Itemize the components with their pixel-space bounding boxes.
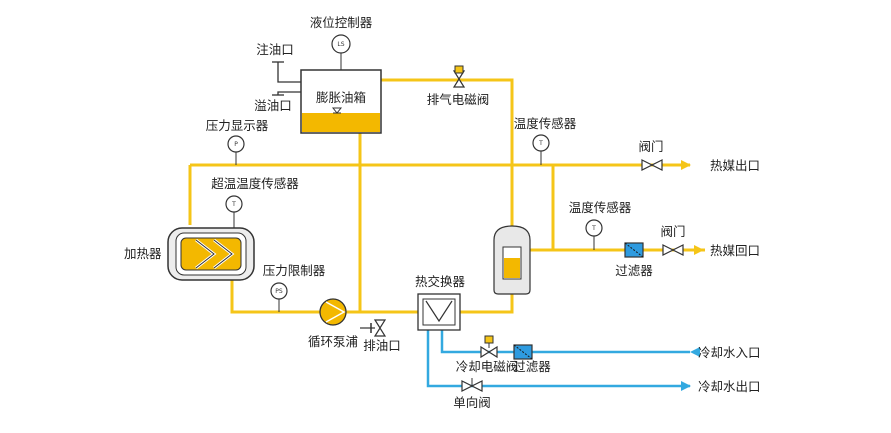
- cooling-in-label: 冷却水入口: [698, 345, 761, 360]
- temp-sensor-top: T: [532, 134, 550, 165]
- pump-label: 循环泵浦: [308, 334, 358, 349]
- exhaust-valve-label: 排气电磁阀: [427, 92, 490, 107]
- temp-sensor-right: T: [585, 219, 603, 250]
- oil-pipes: [188, 78, 705, 314]
- drain-valve: [360, 319, 387, 337]
- heat-exchanger-label: 热交换器: [415, 274, 466, 289]
- exhaust-solenoid-valve: [452, 65, 466, 88]
- pressure-limiter: PS: [270, 282, 288, 312]
- over-temp-sensor: T: [225, 195, 243, 228]
- valve-hot-out: [641, 159, 663, 171]
- pressure-display-label: 压力显示器: [206, 118, 269, 133]
- temp-sensor-right-label: 温度传感器: [569, 200, 632, 215]
- heat-exchanger: [417, 293, 461, 331]
- level-controller-gauge: LS: [331, 34, 351, 70]
- arrow-cooling-in: [690, 347, 700, 357]
- cooling-out-label: 冷却水出口: [698, 379, 761, 394]
- cooling-solenoid-valve: [480, 335, 498, 359]
- expansion-tank-label: 膨胀油箱: [316, 90, 366, 105]
- pressure-display-gauge: P: [227, 135, 245, 165]
- filter-return: [624, 242, 644, 258]
- level-controller-label: 液位控制器: [310, 15, 373, 30]
- oil-inlet-pipe: [272, 61, 301, 83]
- overflow-label: 溢油口: [254, 98, 292, 113]
- valve-right-label: 阀门: [660, 224, 685, 239]
- check-valve: [461, 378, 483, 392]
- pipe-exchanger-out: [460, 292, 514, 314]
- pressure-symbol: P: [234, 141, 238, 148]
- expansion-tank: [300, 69, 382, 134]
- hot-return-label: 热媒回口: [710, 243, 760, 258]
- temp-symbol-right: T: [591, 225, 596, 232]
- check-valve-label: 单向阀: [453, 395, 491, 410]
- valve-hot-return: [662, 244, 684, 256]
- filter-right-label: 过滤器: [615, 263, 653, 278]
- valve-top-label: 阀门: [638, 139, 663, 154]
- cooling-valve-label: 冷却电磁阀: [456, 359, 519, 374]
- circulation-pump: [319, 298, 347, 326]
- level-symbol: LS: [337, 41, 344, 48]
- filter-cooling: [513, 344, 533, 360]
- pipe-exhaust: [381, 78, 514, 165]
- pipe-cooling-in: [440, 330, 690, 354]
- heater: [167, 227, 255, 281]
- overflow-pipe: [272, 91, 301, 96]
- pressure-limiter-label: 压力限制器: [263, 263, 326, 278]
- oil-inlet-label: 注油口: [256, 42, 294, 57]
- temp-symbol-overtemp: T: [231, 201, 236, 208]
- pipe-pump-line: [230, 280, 418, 314]
- over-temp-sensor-label: 超温温度传感器: [211, 176, 299, 191]
- pipe-cooling-out: [426, 330, 691, 391]
- arrow-hot-return: [694, 245, 704, 255]
- filter-cooling-label: 过滤器: [513, 359, 551, 374]
- temp-sensor-top-label: 温度传感器: [514, 116, 577, 131]
- water-pipes: [426, 330, 691, 391]
- pressure-switch-symbol: PS: [275, 288, 283, 295]
- heater-label: 加热器: [124, 246, 162, 261]
- separator-column: [493, 225, 531, 295]
- temp-symbol-top: T: [538, 140, 543, 147]
- hot-out-label: 热媒出口: [710, 158, 760, 173]
- drain-label: 排油口: [363, 338, 401, 353]
